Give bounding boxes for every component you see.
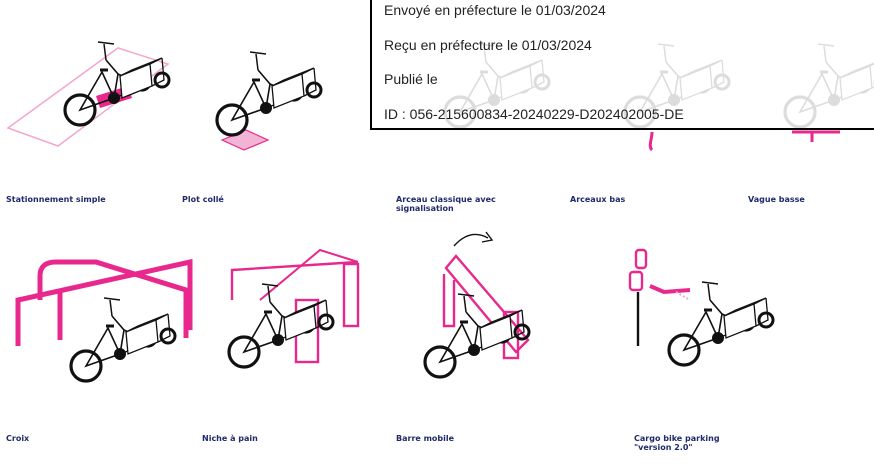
caption-arceau-classique-line1: Arceau classique avec xyxy=(396,195,496,204)
caption-barre-mobile: Barre mobile xyxy=(396,434,455,443)
plot-colle-illustration xyxy=(215,50,323,151)
caption-cargo-bike-parking: Cargo bike parking "version 2.0" xyxy=(634,434,720,452)
caption-cargo-bike-line2: "version 2.0" xyxy=(634,443,693,452)
caption-stationnement-simple: Stationnement simple xyxy=(6,195,106,204)
cargo-bike-parking-illustration xyxy=(628,248,775,367)
caption-arceau-classique-line2: signalisation xyxy=(396,204,454,213)
stamp-publie: Publié le xyxy=(384,71,438,87)
arceau-fragment-illustration xyxy=(648,130,840,152)
stamp-id: ID : 056-215600834-20240229-D202402005-D… xyxy=(384,106,684,122)
barre-mobile-illustration xyxy=(423,231,531,379)
stamp-recu: Reçu en préfecture le 01/03/2024 xyxy=(384,37,592,53)
croix-illustration xyxy=(15,258,193,383)
caption-vague-basse: Vague basse xyxy=(748,195,805,204)
caption-arceau-classique: Arceau classique avec signalisation xyxy=(396,195,496,213)
caption-plot-colle: Plot collé xyxy=(182,195,224,204)
stationnement-simple-illustration xyxy=(6,40,171,147)
prefecture-stamp: Envoyé en préfecture le 01/03/2024 Reçu … xyxy=(370,0,874,130)
caption-arceaux-bas: Arceaux bas xyxy=(570,195,626,204)
niche-a-pain-illustration xyxy=(227,248,360,369)
caption-croix: Croix xyxy=(6,434,30,443)
stamp-envoye: Envoyé en préfecture le 01/03/2024 xyxy=(384,2,606,18)
caption-cargo-bike-line1: Cargo bike parking xyxy=(634,434,720,443)
caption-niche-a-pain: Niche à pain xyxy=(202,434,258,443)
